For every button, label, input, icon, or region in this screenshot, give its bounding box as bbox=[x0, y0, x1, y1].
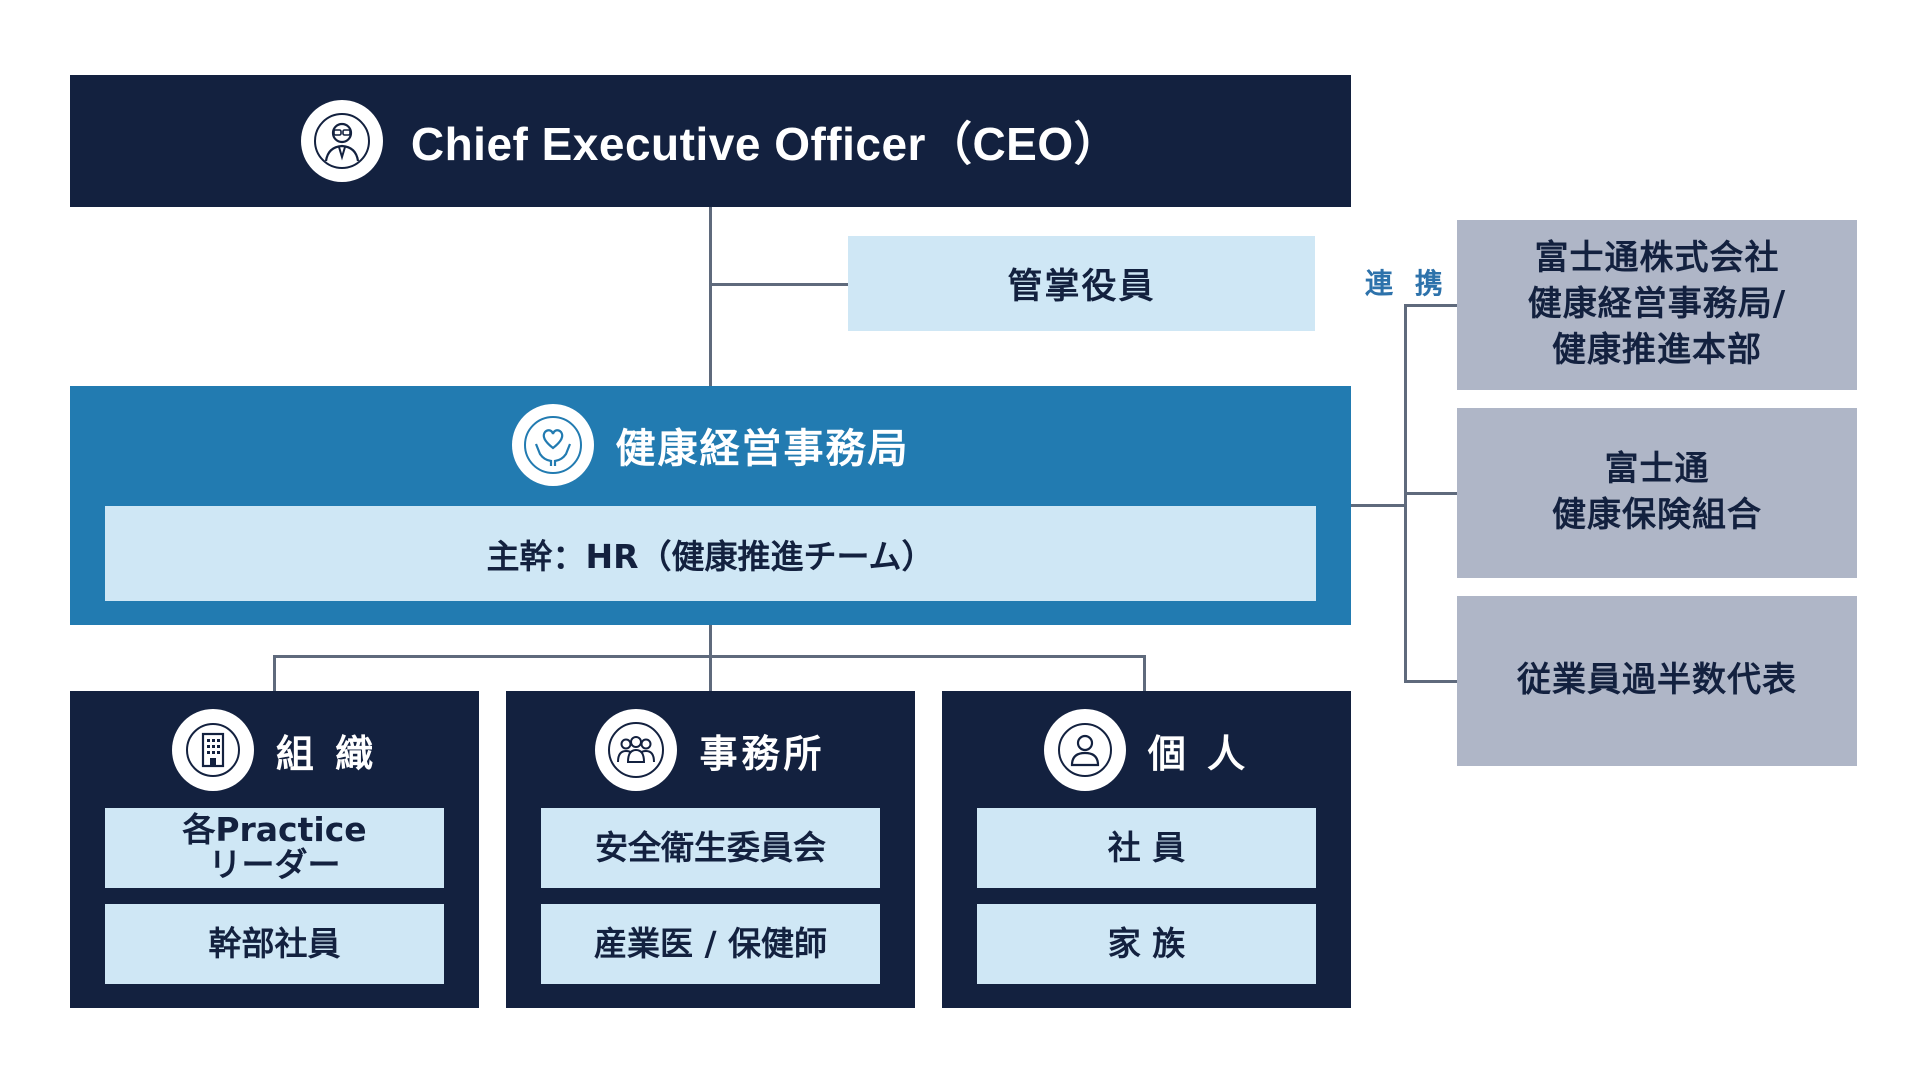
member-box: 安全衛生委員会 bbox=[541, 808, 880, 888]
member-label: 各Practice リーダー bbox=[182, 810, 367, 884]
partner3-branch-line bbox=[1404, 680, 1457, 683]
officer-box: 管掌役員 bbox=[848, 236, 1315, 331]
ceo-to-office-line bbox=[709, 207, 712, 386]
group-organization: 組 織 各Practice リーダー 幹部社員 bbox=[70, 691, 479, 1008]
member-label: 家 族 bbox=[1107, 923, 1186, 963]
ceo-title: Chief Executive Officer（CEO） bbox=[410, 118, 1121, 170]
member-label: 社 員 bbox=[1107, 827, 1186, 867]
group-right-drop-line bbox=[1143, 655, 1146, 691]
member-box: 社 員 bbox=[977, 808, 1316, 888]
group-office: 事務所 安全衛生委員会 産業医 / 保健師 bbox=[506, 691, 915, 1008]
ceo-box: Chief Executive Officer（CEO） bbox=[70, 75, 1351, 207]
member-box: 家 族 bbox=[977, 904, 1316, 984]
group-title: 事務所 bbox=[699, 731, 826, 776]
member-box: 各Practice リーダー bbox=[105, 808, 444, 888]
partner-label: 富士通 健康保険組合 bbox=[1552, 449, 1762, 535]
partner-box: 富士通 健康保険組合 bbox=[1457, 408, 1857, 578]
group-individual: 個 人 社 員 家 族 bbox=[942, 691, 1351, 1008]
member-box: 産業医 / 保健師 bbox=[541, 904, 880, 984]
partner-box: 従業員過半数代表 bbox=[1457, 596, 1857, 766]
member-label: 安全衛生委員会 bbox=[595, 827, 826, 867]
group-header: 事務所 bbox=[506, 709, 915, 791]
partner1-branch-line bbox=[1404, 304, 1457, 307]
link-label: 連 携 bbox=[1365, 267, 1449, 300]
member-label: 幹部社員 bbox=[208, 923, 341, 963]
person-icon bbox=[1043, 709, 1126, 791]
partner2-branch-line bbox=[1404, 492, 1457, 495]
office-title: 健康経営事務局 bbox=[615, 426, 910, 472]
office-to-partners-line bbox=[1351, 504, 1406, 507]
officer-branch-line bbox=[711, 283, 848, 286]
partner-label: 従業員過半数代表 bbox=[1517, 660, 1797, 701]
executive-person-icon bbox=[300, 100, 383, 182]
office-down-line bbox=[709, 625, 712, 691]
group-header: 個 人 bbox=[942, 709, 1351, 791]
group-header: 組 織 bbox=[70, 709, 479, 791]
office-box: 健康経営事務局 主幹：HR（健康推進チーム） bbox=[70, 386, 1351, 625]
member-box: 幹部社員 bbox=[105, 904, 444, 984]
group-title: 個 人 bbox=[1147, 731, 1250, 776]
partner-box: 富士通株式会社 健康経営事務局/ 健康推進本部 bbox=[1457, 220, 1857, 390]
office-header: 健康経営事務局 bbox=[70, 404, 1351, 486]
heart-hands-icon bbox=[511, 404, 594, 486]
partner-label: 富士通株式会社 健康経営事務局/ 健康推進本部 bbox=[1527, 238, 1787, 370]
group-left-drop-line bbox=[273, 655, 276, 691]
member-label: 産業医 / 保健師 bbox=[593, 923, 828, 963]
building-icon bbox=[171, 709, 254, 791]
office-sub-box: 主幹：HR（健康推進チーム） bbox=[105, 506, 1316, 601]
officer-label: 管掌役員 bbox=[1007, 267, 1156, 307]
office-sub-label: 主幹：HR（健康推進チーム） bbox=[486, 536, 935, 576]
people-group-icon bbox=[595, 709, 678, 791]
group-title: 組 織 bbox=[275, 731, 378, 776]
groups-horizontal-line bbox=[273, 655, 1146, 658]
